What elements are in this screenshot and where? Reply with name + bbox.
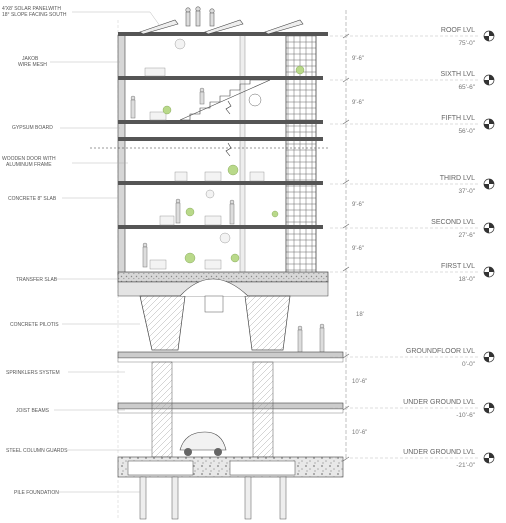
interior-stair bbox=[179, 79, 271, 121]
level-datum-icon bbox=[483, 351, 495, 363]
pilotis-label: CONCRETE PILOTIS bbox=[10, 322, 59, 328]
level-elevation: 75'-0" bbox=[458, 40, 475, 47]
groundfloor-slab bbox=[117, 351, 344, 359]
dim-second-first: 9'-6" bbox=[352, 246, 364, 252]
interior-column bbox=[239, 34, 246, 276]
solar-label-2: 18° SLOPE FACING SOUTH bbox=[2, 12, 67, 18]
arch-opening bbox=[179, 278, 249, 297]
roof-people bbox=[185, 6, 215, 27]
level-elevation: 0'-0" bbox=[462, 361, 476, 368]
piles bbox=[139, 476, 287, 520]
level-elevation: 65'-6" bbox=[458, 84, 475, 91]
round-window bbox=[248, 93, 262, 107]
second-floor-slab bbox=[118, 225, 323, 229]
joist-band-2 bbox=[117, 408, 344, 414]
level-name: SECOND LVL bbox=[431, 219, 475, 226]
level-elevation: -10'-6" bbox=[456, 412, 475, 419]
solar-label-1: 4'X8' SOLAR PANELWITH bbox=[2, 6, 61, 12]
dim-sixth-fifth: 9'-6" bbox=[352, 100, 364, 106]
transfer-slab-label: TRANSFER SLAB bbox=[16, 277, 58, 283]
level-name: THIRD LVL bbox=[440, 175, 475, 182]
solar-panels bbox=[139, 19, 304, 35]
dim-third-second: 9'-6" bbox=[352, 202, 364, 208]
underground-column-left bbox=[151, 361, 173, 458]
concrete-piloti-right bbox=[244, 295, 291, 351]
floor-slabs bbox=[118, 32, 328, 229]
level-markers: ROOF LVL 75'-0" SIXTH LVL 65'-6" FIFTH LVL 56… bbox=[330, 27, 495, 469]
slab-label: CONCRETE 8" SLAB bbox=[8, 196, 57, 202]
level-name: FIRST LVL bbox=[441, 263, 475, 270]
level-datum-icon bbox=[483, 266, 495, 278]
level-elevation: 37'-0" bbox=[458, 188, 475, 195]
level-name: ROOF LVL bbox=[441, 27, 475, 34]
roof-slab bbox=[118, 32, 328, 36]
dim-ug1-ug2: 10'-6" bbox=[352, 430, 367, 436]
level-name: UNDER GROUND LVL bbox=[403, 399, 475, 406]
sixth-floor-slab bbox=[118, 76, 323, 80]
fourth-floor-slab bbox=[118, 137, 323, 141]
leader-lines bbox=[50, 11, 161, 493]
level-datum-icon bbox=[483, 222, 495, 234]
indoor-plants bbox=[162, 65, 305, 264]
guards-label: STEEL COLUMN GUARDS bbox=[6, 448, 68, 454]
left-annotations: 4'X8' SOLAR PANELWITH 18° SLOPE FACING S… bbox=[2, 6, 68, 496]
joist-band-1 bbox=[117, 357, 344, 363]
pile-label: PILE FOUNDATION bbox=[14, 490, 59, 496]
level-name: GROUNDFLOOR LVL bbox=[406, 348, 475, 355]
door-label-2: ALUMINUM FRAME bbox=[6, 162, 52, 168]
third-floor-slab bbox=[118, 181, 323, 185]
dim-ground-ug1: 10'-6" bbox=[352, 379, 367, 385]
level-name: SIXTH LVL bbox=[441, 71, 476, 78]
dim-first-ground: 18' bbox=[356, 312, 364, 318]
level-datum-icon bbox=[483, 402, 495, 414]
level-elevation: -21'-0" bbox=[456, 462, 475, 469]
level-elevation: 18'-0" bbox=[458, 276, 475, 283]
left-exterior-wall bbox=[117, 34, 126, 276]
level-datum-icon bbox=[483, 30, 495, 42]
level-name: UNDER GROUND LVL bbox=[403, 449, 475, 456]
concrete-piloti-left bbox=[139, 295, 186, 351]
level-name: FIFTH LVL bbox=[441, 115, 475, 122]
level-datum-icon bbox=[483, 118, 495, 130]
dimension-labels: 9'-6" 9'-6" 9'-6" 9'-6" 18' 10'-6" 10'-6… bbox=[352, 56, 367, 436]
break-symbol-upper bbox=[225, 100, 232, 115]
interior-people bbox=[130, 87, 325, 353]
break-symbol bbox=[225, 142, 232, 157]
pile-cap-right bbox=[229, 460, 296, 476]
fifth-floor-slab bbox=[118, 120, 323, 124]
level-elevation: 27'-6" bbox=[458, 232, 475, 239]
joist-label: JOIST BEAMS bbox=[16, 408, 50, 414]
sprinklers-label: SPRINKLERS SYSTEM bbox=[6, 370, 60, 376]
interior-furniture bbox=[144, 38, 265, 270]
level-elevation: 56'-0" bbox=[458, 128, 475, 135]
dim-roof-sixth: 9'-6" bbox=[352, 56, 364, 62]
car bbox=[179, 431, 227, 456]
level-datum-icon bbox=[483, 178, 495, 190]
level-datum-icon bbox=[483, 452, 495, 464]
underground-column-right bbox=[252, 361, 274, 458]
jakob-label-1: JAKOB bbox=[22, 56, 39, 62]
pilotis-door bbox=[204, 295, 224, 313]
door-label-1: WOODEN DOOR WITH bbox=[2, 156, 56, 162]
gypsum-label: GYPSUM BOARD bbox=[12, 125, 53, 131]
pile-cap-left bbox=[127, 460, 194, 476]
level-datum-icon bbox=[483, 74, 495, 86]
jakob-label-2: WIRE MESH bbox=[18, 62, 47, 68]
